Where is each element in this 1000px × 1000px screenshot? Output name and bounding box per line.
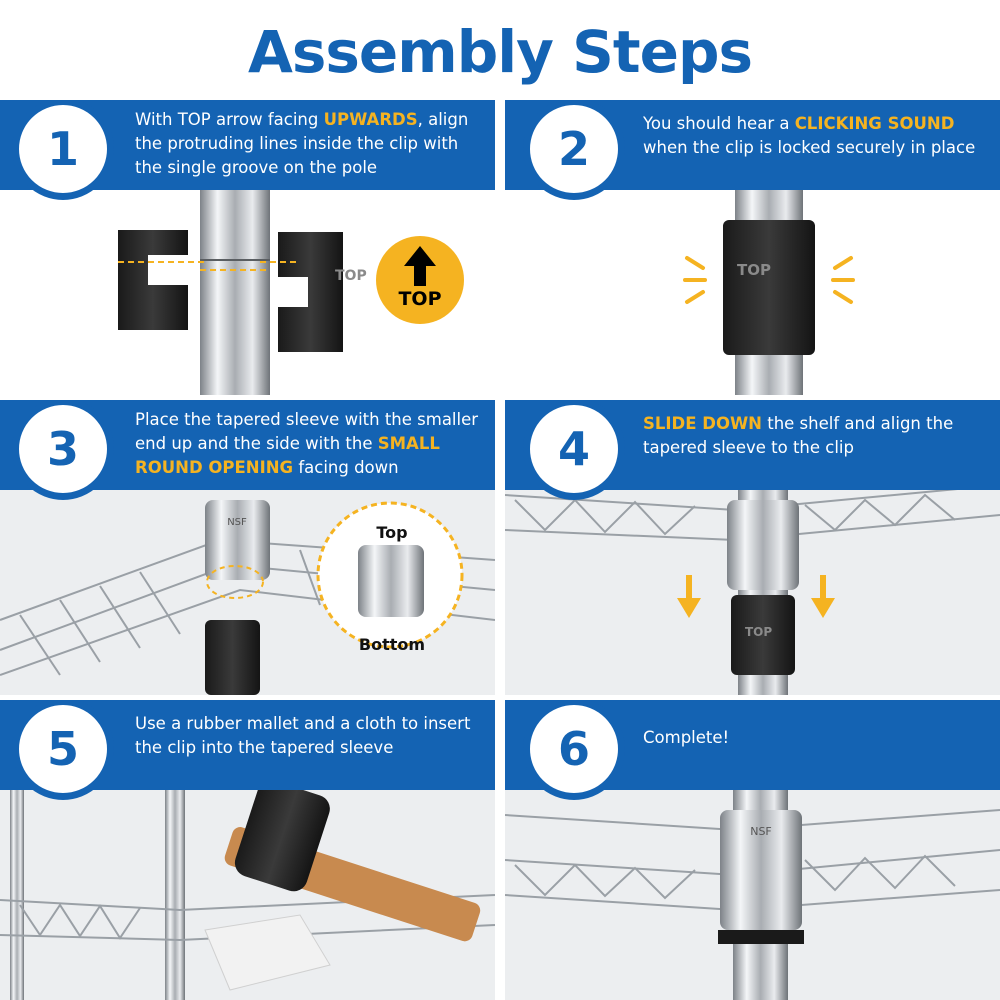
step-6-number: 6 <box>523 700 625 800</box>
page-title: Assembly Steps <box>248 18 753 86</box>
step-3-number: 3 <box>12 400 114 500</box>
cloth <box>204 914 331 991</box>
tapered-sleeve <box>205 500 270 580</box>
click-burst-icon <box>683 256 855 304</box>
step-3-text: Place the tapered sleeve with the smalle… <box>135 410 479 477</box>
down-arrow-icon <box>677 575 835 618</box>
step-1-text: With TOP arrow facing UPWARDS, align the… <box>135 110 469 177</box>
rubber-mallet <box>234 780 330 892</box>
step-4-text: SLIDE DOWN the shelf and align the taper… <box>643 414 954 457</box>
top-badge-label: TOP <box>398 288 441 310</box>
clip-left-half <box>118 230 188 330</box>
sleeve-top-label: Top <box>376 523 407 542</box>
step-4-panel: TOP SLIDE DOWN the shelf and align the t… <box>505 400 1000 695</box>
step-2-panel: TOP You should hear a CLICKING SOUND whe… <box>505 100 1000 395</box>
sleeve-bottom-label: Bottom <box>359 635 425 654</box>
tapered-sleeve <box>727 500 799 590</box>
tapered-sleeve <box>720 810 802 930</box>
step-2-illustration: TOP <box>683 185 855 395</box>
step-5-text: Use a rubber mallet and a cloth to inser… <box>135 714 471 757</box>
clip-edge <box>718 930 804 944</box>
step-5-number: 5 <box>12 700 114 800</box>
step-1-panel: TOP TOP With TOP arrow facing UPWARDS, a… <box>0 100 495 395</box>
step-5-panel: Use a rubber mallet and a cloth to inser… <box>0 700 495 1000</box>
step-1-illustration: TOP TOP <box>118 185 464 395</box>
step-3-panel: NSF Top Bottom Place the tapered sleeve … <box>0 400 495 695</box>
clip-top-mark: TOP <box>335 268 367 284</box>
step-6-illustration: NSF <box>505 700 1000 1000</box>
step-3-banner: Place the tapered sleeve with the smalle… <box>0 400 495 490</box>
clip-on-pole <box>205 620 260 695</box>
pole <box>165 770 185 1000</box>
clip-locked <box>723 220 815 355</box>
step-2-number: 2 <box>523 100 625 200</box>
clip-right-half <box>278 232 343 352</box>
step-6-panel: NSF Complete! 6 <box>505 700 1000 1000</box>
clip-top-mark: TOP <box>737 261 771 279</box>
pole <box>200 185 270 395</box>
step-1-number: 1 <box>12 100 114 200</box>
sleeve-logo: NSF <box>750 825 772 838</box>
clip <box>731 595 795 675</box>
step-4-number: 4 <box>523 400 625 500</box>
clip-top-mark: TOP <box>745 625 772 639</box>
up-arrow-icon <box>404 246 436 286</box>
step-2-text: You should hear a CLICKING SOUND when th… <box>643 114 976 157</box>
sleeve-logo: NSF <box>227 517 247 528</box>
step-6-text: Complete! <box>643 728 730 747</box>
